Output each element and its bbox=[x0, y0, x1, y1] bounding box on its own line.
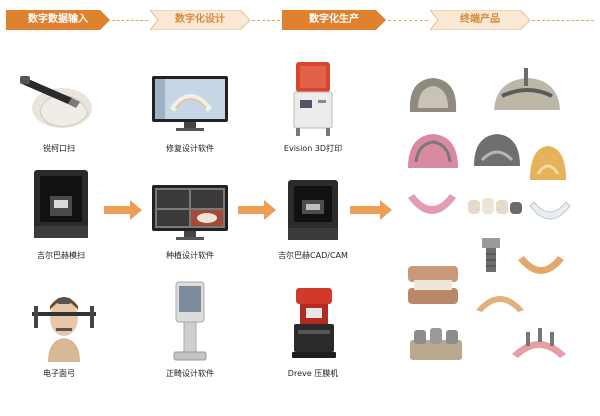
item-label: 吉尔巴赫CAD/CAM bbox=[278, 251, 348, 260]
implant-abutment-icon bbox=[482, 238, 500, 272]
pink-gum-model-icon bbox=[408, 194, 456, 214]
partial-framework-icon bbox=[408, 134, 458, 168]
orthodontic-kiosk-icon bbox=[173, 281, 207, 361]
connector-dash bbox=[532, 20, 594, 21]
desktop-scanner-icon bbox=[34, 170, 88, 238]
arch-model-icon bbox=[476, 296, 524, 312]
implant-denture-icon bbox=[512, 328, 566, 358]
item-label: Dreve 压膜机 bbox=[287, 369, 339, 378]
intraoral-scanner-icon bbox=[20, 76, 92, 128]
stage-banner-products: 终端产品 bbox=[430, 10, 530, 30]
banner-shape bbox=[150, 10, 250, 30]
item-label: 锐柯口扫 bbox=[43, 144, 75, 153]
item-label: 电子面弓 bbox=[43, 369, 75, 378]
connector-dash bbox=[252, 20, 280, 21]
item-label: Evision 3D打印 bbox=[283, 144, 343, 153]
banner-shape bbox=[6, 10, 110, 30]
stage-label: 数字化生产 bbox=[309, 14, 359, 25]
banner-shape bbox=[430, 10, 530, 30]
implant-bar-icon bbox=[494, 68, 560, 110]
stage-banner-input: 数字数据输入 bbox=[6, 10, 110, 30]
restoration-software-monitor-icon bbox=[152, 76, 228, 131]
connector-dash bbox=[388, 20, 428, 21]
banner-shape bbox=[282, 10, 386, 30]
metal-framework-icon bbox=[474, 134, 520, 166]
full-denture-model-icon bbox=[409, 78, 457, 112]
connector-dash bbox=[112, 20, 148, 21]
articulated-model-icon bbox=[408, 266, 458, 304]
stage-banner-design: 数字化设计 bbox=[150, 10, 250, 30]
stage-label: 数字化设计 bbox=[175, 14, 225, 25]
item-label: 正畸设计软件 bbox=[166, 369, 214, 378]
metal-crowns-icon bbox=[410, 328, 462, 360]
crown-bridge-icon bbox=[468, 198, 522, 214]
stage-label: 终端产品 bbox=[460, 14, 500, 25]
flow-arrow-icon bbox=[104, 200, 142, 220]
milling-machine-icon bbox=[288, 180, 338, 240]
wax-denture-icon bbox=[530, 146, 566, 180]
item-label: 吉尔巴赫模扫 bbox=[37, 251, 85, 260]
implant-software-monitor-icon bbox=[152, 185, 228, 240]
item-label: 种植设计软件 bbox=[166, 251, 214, 260]
stage-banner-production: 数字化生产 bbox=[282, 10, 386, 30]
flow-arrow-icon bbox=[350, 200, 392, 220]
flow-arrow-icon bbox=[238, 200, 276, 220]
facebow-icon bbox=[32, 297, 96, 362]
3d-printer-icon bbox=[293, 62, 333, 136]
clear-aligner-icon bbox=[529, 201, 571, 220]
pressure-former-icon bbox=[292, 288, 336, 358]
stage-label: 数字数据输入 bbox=[28, 14, 88, 25]
lower-arch-model-icon bbox=[518, 256, 564, 274]
item-label: 修复设计软件 bbox=[166, 144, 214, 153]
